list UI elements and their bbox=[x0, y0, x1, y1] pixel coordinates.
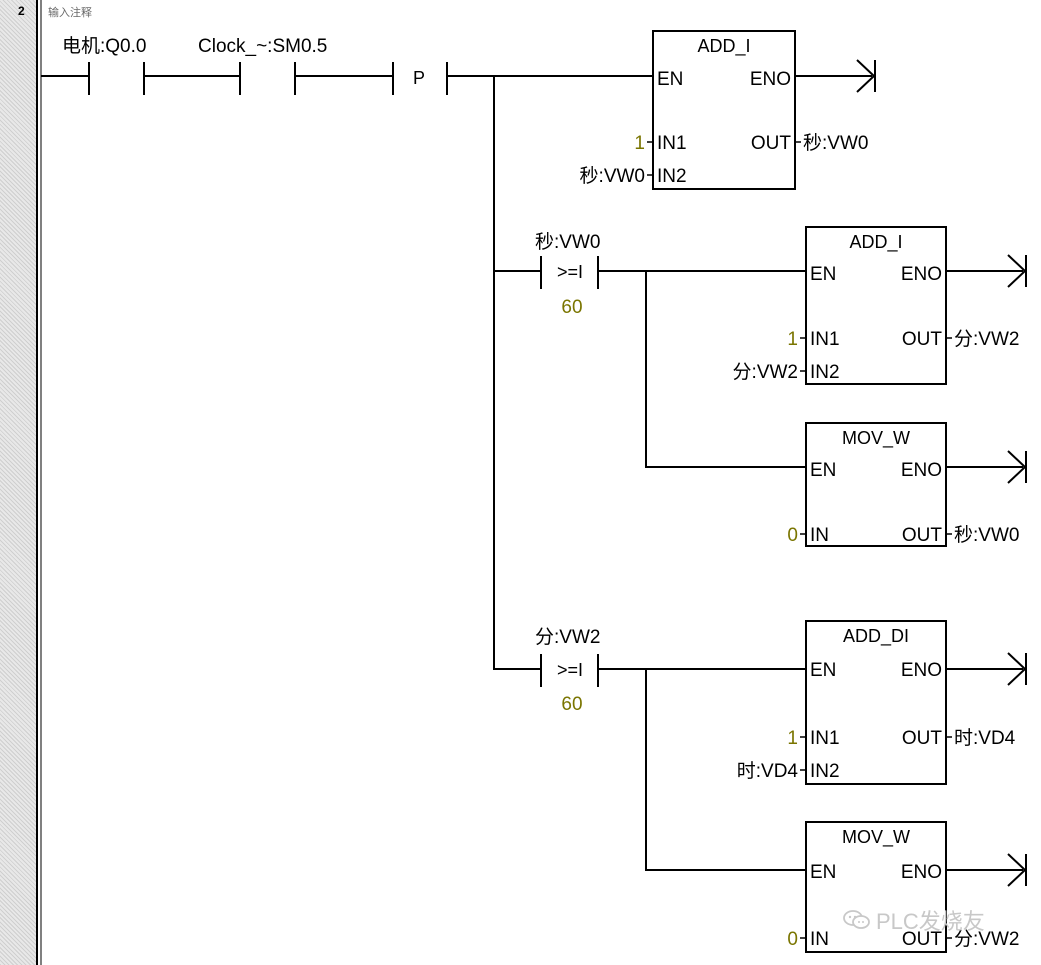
box1-in1-value: 1 bbox=[634, 133, 645, 154]
mov-w-box-2[interactable]: MOV_W EN ENO IN OUT 0 分:VW2 bbox=[787, 821, 1027, 953]
compare2-bottom: 60 bbox=[561, 694, 582, 715]
box3-eno: ENO bbox=[901, 460, 942, 481]
box1-eno: ENO bbox=[750, 69, 791, 90]
box2-in2-value: 分:VW2 bbox=[733, 361, 798, 383]
box1-en: EN bbox=[657, 69, 683, 90]
rung-comment[interactable]: 输入注释 bbox=[48, 6, 92, 19]
box4-out: OUT bbox=[902, 728, 943, 749]
box3-out: OUT bbox=[902, 525, 943, 546]
watermark: PLC发烧友 bbox=[842, 904, 985, 936]
compare-contact-2[interactable]: 分:VW2 >=I 60 bbox=[494, 626, 806, 715]
box5-out-value: 分:VW2 bbox=[954, 928, 1019, 950]
compare2-op: >=I bbox=[557, 660, 583, 680]
box1-title: ADD_I bbox=[697, 36, 750, 57]
box5-eno: ENO bbox=[901, 862, 942, 883]
add-di-box[interactable]: ADD_DI EN ENO IN1 IN2 OUT 1 时:VD4 时:VD4 bbox=[737, 620, 1027, 785]
box2-out-value: 分:VW2 bbox=[954, 328, 1019, 350]
box4-eno: ENO bbox=[901, 660, 942, 681]
box2-in1-value: 1 bbox=[787, 329, 798, 350]
box2-out: OUT bbox=[902, 329, 943, 350]
box2-in1: IN1 bbox=[810, 329, 840, 350]
box2-eno: ENO bbox=[901, 264, 942, 285]
branch-wire-1 bbox=[645, 271, 806, 468]
box2-in2: IN2 bbox=[810, 362, 840, 383]
mov-w-box-1[interactable]: MOV_W EN ENO IN OUT 0 秒:VW0 bbox=[787, 422, 1027, 547]
box4-in1: IN1 bbox=[810, 728, 840, 749]
box2-en: EN bbox=[810, 264, 836, 285]
box3-out-value: 秒:VW0 bbox=[954, 524, 1019, 546]
box5-title: MOV_W bbox=[842, 827, 910, 848]
rung-number: 2 bbox=[18, 4, 25, 18]
main-rung-wiring bbox=[41, 62, 653, 670]
contact-motor-label: 电机:Q0.0 bbox=[62, 35, 146, 57]
compare1-op: >=I bbox=[557, 262, 583, 282]
add-i-box-1[interactable]: ADD_I EN ENO IN1 IN2 OUT 1 秒:VW0 秒:VW0 bbox=[580, 30, 876, 190]
box4-en: EN bbox=[810, 660, 836, 681]
wechat-icon bbox=[843, 910, 870, 929]
box1-out: OUT bbox=[751, 133, 792, 154]
compare1-bottom: 60 bbox=[561, 297, 582, 318]
box1-in1: IN1 bbox=[657, 133, 687, 154]
box4-in2: IN2 bbox=[810, 761, 840, 782]
compare1-top: 秒:VW0 bbox=[535, 231, 600, 253]
box3-in-value: 0 bbox=[787, 525, 798, 546]
box5-out: OUT bbox=[902, 929, 943, 950]
box5-in: IN bbox=[810, 929, 829, 950]
box4-out-value: 时:VD4 bbox=[954, 727, 1016, 749]
rung-gutter bbox=[0, 0, 36, 965]
box3-in: IN bbox=[810, 525, 829, 546]
compare2-top: 分:VW2 bbox=[535, 626, 600, 648]
box1-in2: IN2 bbox=[657, 166, 687, 187]
watermark-text: PLC发烧友 bbox=[876, 909, 985, 934]
box3-en: EN bbox=[810, 460, 836, 481]
box4-title: ADD_DI bbox=[843, 626, 909, 647]
compare-contact-1[interactable]: 秒:VW0 >=I 60 bbox=[494, 231, 806, 318]
box4-in1-value: 1 bbox=[787, 728, 798, 749]
box3-title: MOV_W bbox=[842, 428, 910, 449]
branch-wire-2 bbox=[645, 669, 806, 871]
box5-in-value: 0 bbox=[787, 929, 798, 950]
box2-title: ADD_I bbox=[849, 232, 902, 253]
box1-out-value: 秒:VW0 bbox=[803, 132, 868, 154]
contact-clock-label: Clock_~:SM0.5 bbox=[198, 36, 327, 57]
add-i-box-2[interactable]: ADD_I EN ENO IN1 IN2 OUT 1 分:VW2 分:VW2 bbox=[733, 226, 1027, 385]
box5-en: EN bbox=[810, 862, 836, 883]
positive-edge-label: P bbox=[413, 68, 425, 88]
box4-in2-value: 时:VD4 bbox=[737, 760, 799, 782]
box1-in2-value: 秒:VW0 bbox=[580, 165, 645, 187]
